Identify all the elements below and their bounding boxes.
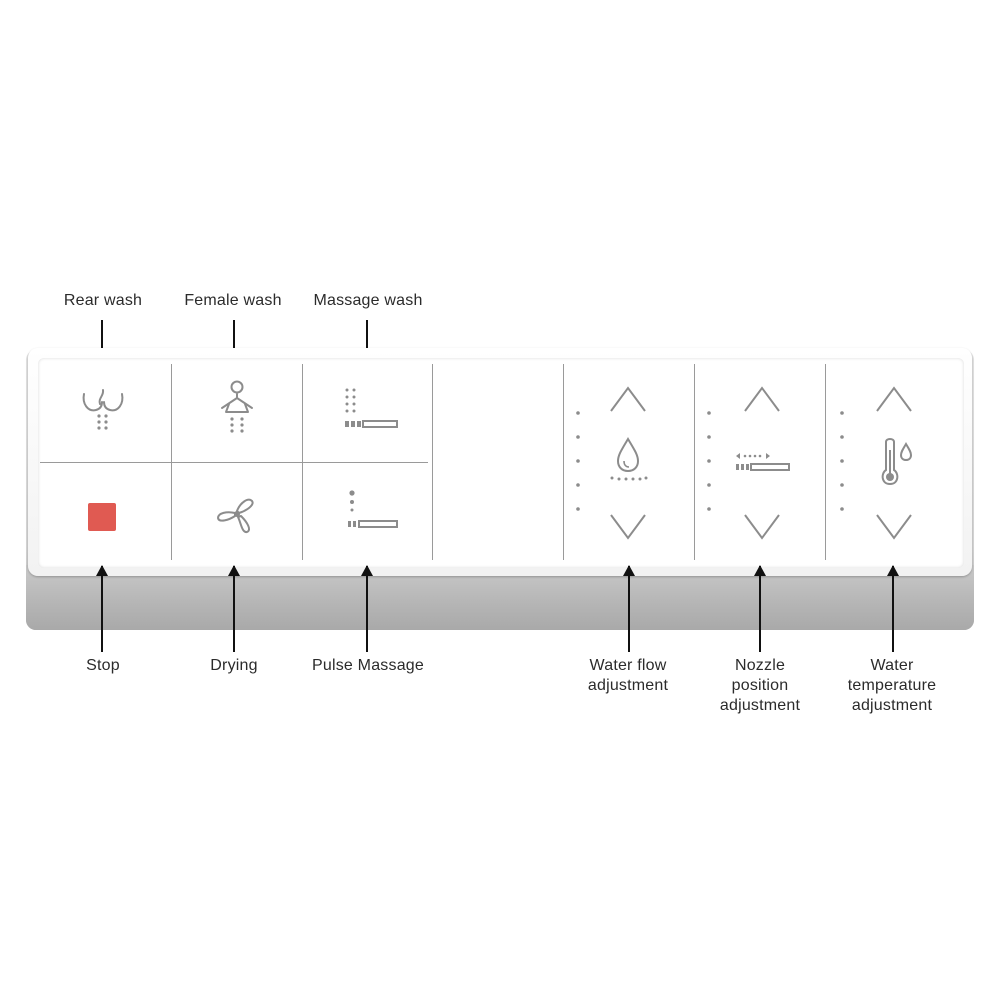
female-wash-button[interactable] xyxy=(172,364,301,461)
nozzle-up-button[interactable] xyxy=(742,384,782,414)
grid-divider xyxy=(40,462,428,463)
chevron-up-icon xyxy=(610,386,646,412)
grid-divider xyxy=(563,364,564,560)
water-flow-label: Water flow adjustment xyxy=(587,657,669,694)
pulse-massage-icon xyxy=(348,490,398,528)
water-flow-control xyxy=(564,364,693,560)
pulse-massage-arrow xyxy=(361,565,373,652)
drying-label: Drying xyxy=(210,657,258,674)
stop-arrow xyxy=(96,565,108,652)
chevron-down-icon xyxy=(610,514,646,540)
water-flow-down-button[interactable] xyxy=(608,512,648,542)
thermometer-icon xyxy=(881,438,913,486)
temperature-up-button[interactable] xyxy=(874,384,914,414)
level-indicator xyxy=(840,411,844,511)
female-wash-label: Female wash xyxy=(184,292,282,309)
pulse-massage-label: Pulse Massage xyxy=(312,657,424,674)
drying-button[interactable] xyxy=(172,463,301,560)
drying-arrow xyxy=(228,565,240,652)
nozzle-position-label: Nozzle position adjustment xyxy=(719,657,801,714)
level-indicator xyxy=(707,411,711,511)
female-wash-icon xyxy=(221,380,253,433)
grid-divider xyxy=(825,364,826,560)
grid-divider xyxy=(694,364,695,560)
fan-icon xyxy=(217,498,254,534)
chevron-down-icon xyxy=(744,514,780,540)
nozzle-position-arrow xyxy=(754,565,766,652)
pulse-massage-button[interactable] xyxy=(303,463,431,560)
grid-divider xyxy=(171,364,172,560)
massage-wash-button[interactable] xyxy=(303,364,431,461)
massage-wash-label: Massage wash xyxy=(313,292,423,309)
massage-wash-icon xyxy=(345,388,398,428)
stop-button[interactable] xyxy=(40,463,170,560)
grid-divider xyxy=(302,364,303,560)
level-indicator xyxy=(576,411,580,511)
water-drop-icon xyxy=(610,437,648,481)
temperature-down-button[interactable] xyxy=(874,512,914,542)
nozzle-down-button[interactable] xyxy=(742,512,782,542)
water-temperature-arrow xyxy=(887,565,899,652)
stop-icon xyxy=(88,503,116,531)
rear-wash-label: Rear wash xyxy=(63,292,143,309)
rear-wash-icon xyxy=(82,389,124,430)
rear-wash-button[interactable] xyxy=(40,364,170,461)
water-flow-arrow xyxy=(623,565,635,652)
control-panel xyxy=(38,358,964,568)
chevron-up-icon xyxy=(876,386,912,412)
water-temperature-label: Water temperature adjustment xyxy=(847,657,937,714)
nozzle-position-control xyxy=(695,364,824,560)
nozzle-icon xyxy=(736,453,790,471)
grid-divider xyxy=(432,364,433,560)
stop-label: Stop xyxy=(86,657,120,674)
water-temperature-control xyxy=(826,364,962,560)
chevron-down-icon xyxy=(876,514,912,540)
chevron-up-icon xyxy=(744,386,780,412)
water-flow-up-button[interactable] xyxy=(608,384,648,414)
